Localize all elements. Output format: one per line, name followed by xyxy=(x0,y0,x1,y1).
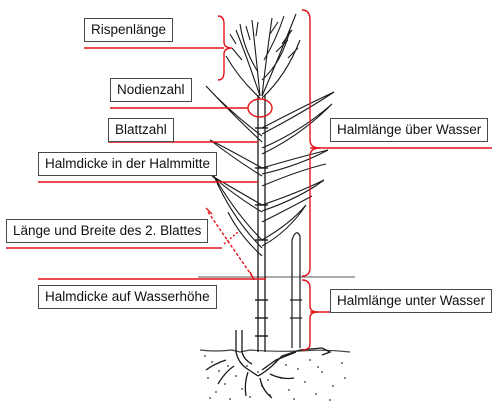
label-halmlaenge-ueber: Halmlänge über Wasser xyxy=(330,118,489,142)
label-nodienzahl: Nodienzahl xyxy=(110,78,192,102)
panicle xyxy=(225,13,301,99)
halm-unter-bracket xyxy=(301,279,319,351)
label-halmdicke-mitte: Halmdicke in der Halmmitte xyxy=(38,152,218,176)
label-halmlaenge-unter: Halmlänge unter Wasser xyxy=(330,289,493,313)
rhizome xyxy=(205,330,332,399)
blade-length-arrow xyxy=(207,211,253,277)
halm-ueber-bracket xyxy=(301,9,321,277)
label-blattzahl: Blattzahl xyxy=(108,118,174,142)
label-rispenlaenge: Rispenlänge xyxy=(84,18,174,42)
stem-nodes xyxy=(255,127,268,337)
soil xyxy=(199,349,351,401)
rispe-bracket xyxy=(217,15,233,81)
leaves xyxy=(205,85,335,257)
second-shoot xyxy=(290,232,302,348)
label-blatt-laenge-breite: Länge und Breite des 2. Blattes xyxy=(6,219,209,243)
blade-width-arrow xyxy=(223,231,239,245)
node-circle xyxy=(247,98,273,118)
label-halmdicke-wasser: Halmdicke auf Wasserhöhe xyxy=(38,285,217,309)
